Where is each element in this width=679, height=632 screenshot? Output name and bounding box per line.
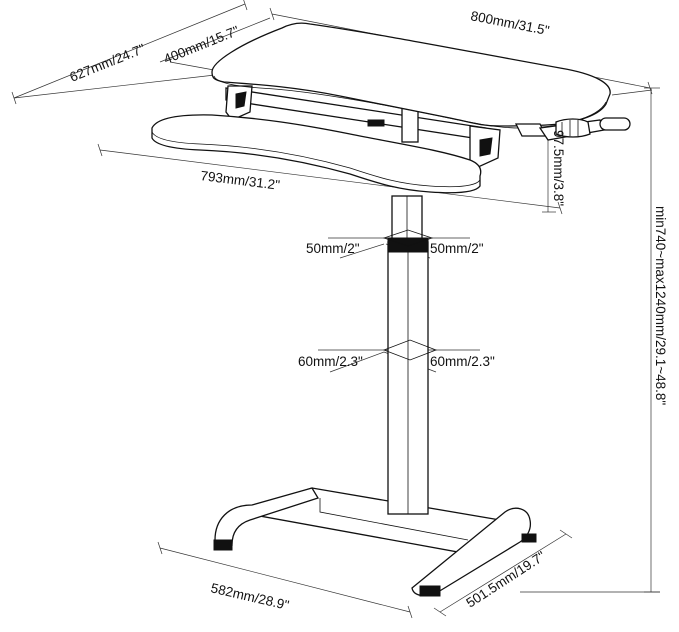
label-column-bottom-left: 60mm/2.3" (298, 354, 363, 369)
label-tray-width: 793mm/31.2" (200, 168, 281, 193)
keyboard-tray (151, 114, 482, 194)
label-desk-depth: 627mm/24.7" (68, 41, 148, 85)
label-height-range: min740~max1240mm/29.1~48.8" (653, 206, 668, 405)
crank-handle (514, 117, 631, 141)
label-column-bottom-right: 60mm/2.3" (430, 354, 495, 369)
label-base-width: 582mm/28.9" (209, 580, 290, 613)
desk-column (382, 195, 438, 515)
label-desk-width: 800mm/31.5" (469, 8, 550, 38)
desk-base (213, 487, 537, 597)
label-column-top-left: 50mm/2" (306, 241, 360, 256)
label-column-top-right: 50mm/2" (430, 241, 484, 256)
label-crank-offset: 97.5mm/3.8" (551, 130, 566, 206)
